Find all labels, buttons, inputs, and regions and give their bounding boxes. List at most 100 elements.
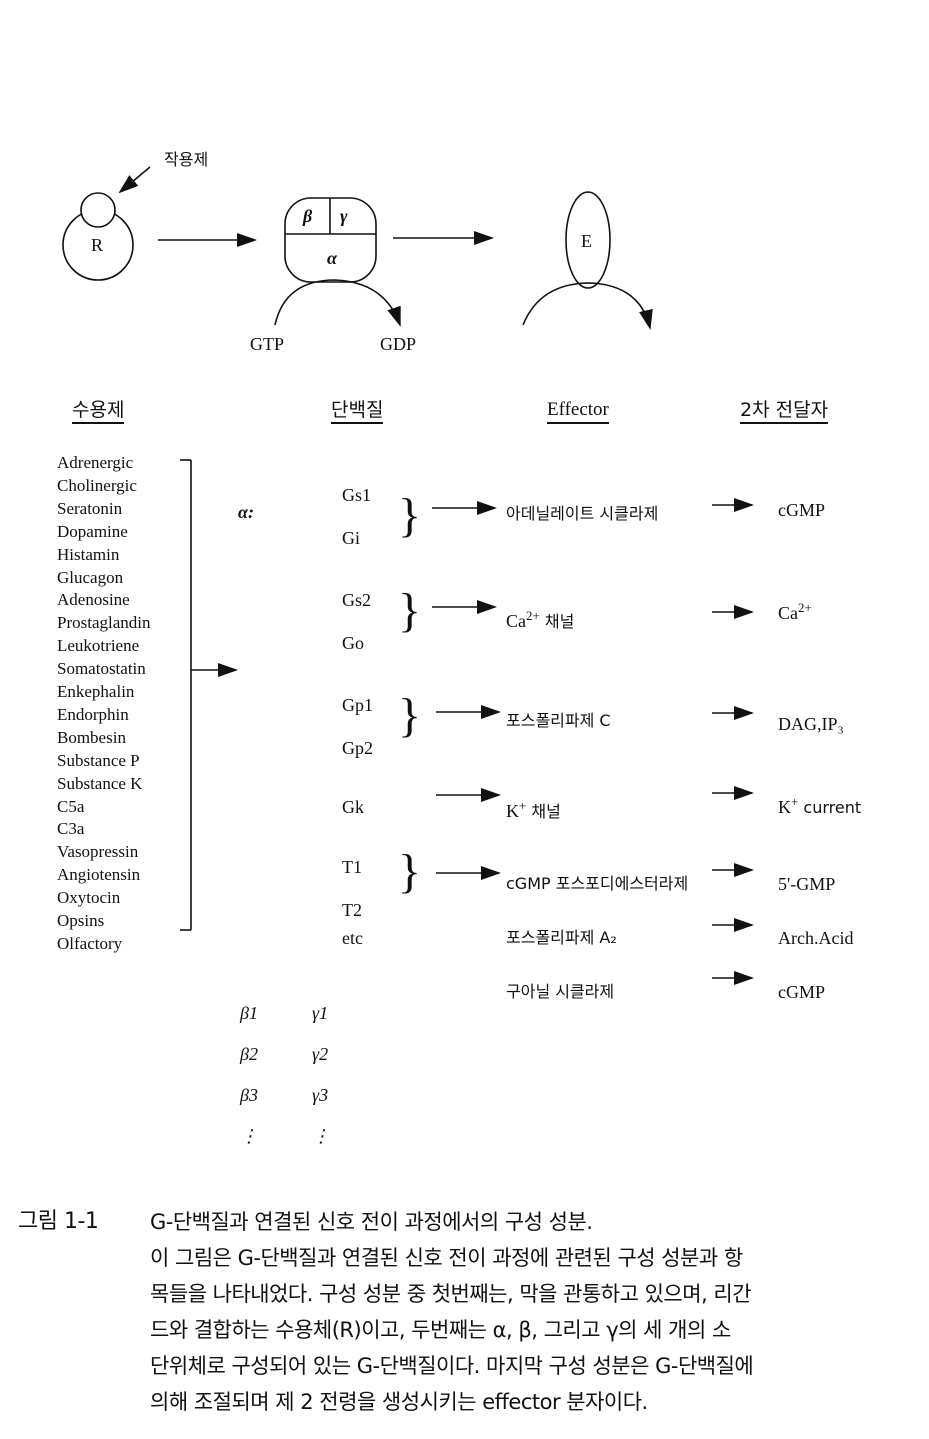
receptor-item: Oxytocin (57, 888, 121, 908)
g-protein-item: Gs1 (342, 485, 372, 505)
receptor-item: Somatostatin (57, 659, 146, 679)
caption-line: 단위체로 구성되어 있는 G-단백질이다. 마지막 구성 성분은 G-단백질에 (150, 1354, 754, 1378)
receptor-item: Enkephalin (57, 682, 135, 701)
header-protein: 단백질 (331, 400, 384, 424)
header-effector: Effector (547, 400, 609, 424)
effector-item-text: K (506, 801, 519, 821)
effector-arc (522, 282, 653, 330)
second-messenger-item: Ca2+ (778, 598, 812, 623)
second-messenger-item-suffix: current (798, 798, 862, 817)
agonist-arrow (118, 166, 151, 194)
effector-item-text: 포스폴리파제 C (506, 711, 611, 730)
second-messenger-item-text: cGMP (778, 500, 826, 520)
receptor-item: Substance P (57, 750, 140, 770)
header-second-messenger: 2차 전달자 (740, 400, 829, 424)
effector-item-superscript: 2+ (526, 608, 540, 623)
receptor-item: Cholinergic (57, 475, 137, 495)
receptor-item: Endorphin (57, 704, 129, 724)
g-protein-item: T2 (342, 900, 362, 920)
second-messenger-item: K+ current (778, 792, 861, 818)
second-messenger-item: Arch.Acid (778, 928, 853, 948)
beta-isoform: β3 (240, 1085, 258, 1105)
gamma-isoform: γ2 (312, 1044, 329, 1064)
agonist-label: 작용제 (164, 150, 209, 169)
receptor-item: Adrenergic (57, 453, 134, 472)
gamma-subunit-label: γ (340, 206, 348, 226)
receptor-item: Histamin (57, 544, 120, 564)
gtp-label: GTP (250, 334, 285, 354)
effector-ellipse (565, 191, 611, 289)
second-messenger-item-text: Arch.Acid (778, 928, 854, 948)
brace-icon: } (398, 584, 421, 637)
second-messenger-item: cGMP (778, 982, 825, 1002)
gamma-isoform: γ1 (312, 1003, 329, 1023)
gdp-label: GDP (380, 334, 417, 354)
effector-item-suffix: 채널 (526, 802, 561, 821)
effector-item-suffix: 채널 (539, 612, 575, 631)
receptor-item: C5a (57, 796, 85, 816)
effector-item: 아데닐레이트 시클라제 (506, 504, 658, 524)
second-messenger-item-text: cGMP (778, 982, 826, 1002)
effector-item-text: 아데닐레이트 시클라제 (506, 504, 659, 523)
beta-isoform: β2 (240, 1044, 258, 1064)
receptor-item: Dopamine (57, 521, 128, 541)
g-protein-item: Gp2 (342, 738, 373, 758)
effector-item-superscript: + (519, 798, 527, 813)
gtp-gdp-arc (274, 279, 401, 327)
second-messenger-item-text: Ca (778, 603, 798, 623)
beta-isoform: ⋮ (240, 1126, 258, 1146)
effector-item: 포스폴리파제 C (506, 711, 611, 731)
header-receptor: 수용제 (72, 400, 125, 424)
effector-item: Ca2+ 채널 (506, 606, 574, 632)
second-messenger-item-text: K (778, 797, 791, 817)
caption-line: 드와 결합하는 수용체(R)이고, 두번째는 α, β, 그리고 γ의 세 개의… (150, 1318, 731, 1342)
second-messenger-item: 5'-GMP (778, 874, 835, 894)
second-messenger-item-superscript: + (791, 794, 799, 809)
effector-item: 포스폴리파제 A₂ (506, 928, 617, 948)
alpha-label: α: (238, 502, 254, 522)
receptor-label: R (91, 235, 104, 255)
gamma-isoform: γ3 (312, 1085, 329, 1105)
effector-item: K+ 채널 (506, 796, 561, 822)
g-protein-item: T1 (342, 857, 362, 877)
receptor-item: Leukotriene (57, 636, 140, 656)
agonist-binding-circle (80, 192, 116, 228)
effector-item-text: Ca (506, 611, 526, 631)
receptor-item: Angiotensin (57, 865, 141, 885)
receptor-item: Prostaglandin (57, 613, 151, 633)
beta-isoform: β1 (240, 1003, 258, 1023)
effector-item: cGMP 포스포디에스터라제 (506, 874, 688, 894)
g-protein-item: Gk (342, 797, 364, 817)
g-protein-item: Gi (342, 528, 360, 548)
receptor-item: Vasopressin (57, 842, 139, 862)
receptor-item: C3a (57, 819, 85, 839)
effector-item-text: cGMP 포스포디에스터라제 (506, 874, 689, 893)
receptor-item: Substance K (57, 773, 143, 793)
caption-line: 이 그림은 G-단백질과 연결된 신호 전이 과정에 관련된 구성 성분과 항 (150, 1246, 743, 1270)
second-messenger-item-text: 5'-GMP (778, 874, 836, 894)
second-messenger-item: DAG,IP₃ (778, 714, 844, 734)
g-protein-item: Go (342, 633, 364, 653)
g-protein-item: etc (342, 928, 363, 948)
second-messenger-item-superscript: 2+ (798, 600, 812, 615)
brace-icon: } (398, 689, 421, 742)
receptor-item: Glucagon (57, 567, 124, 587)
caption-line: G-단백질과 연결된 신호 전이 과정에서의 구성 성분. (150, 1210, 593, 1234)
effector-item-text: 포스폴리파제 A₂ (506, 928, 617, 947)
caption-label: 그림 1-1 (18, 1209, 99, 1234)
caption-line: 의해 조절되며 제 2 전령을 생성시키는 effector 분자이다. (150, 1390, 648, 1414)
caption-line: 목들을 나타내었다. 구성 성분 중 첫번째는, 막을 관통하고 있으며, 리간 (150, 1282, 752, 1306)
effector-e-label: E (581, 231, 592, 251)
effector-item: 구아닐 시클라제 (506, 982, 614, 1002)
receptor-item: Olfactory (57, 933, 123, 953)
receptor-item: Opsins (57, 911, 105, 930)
gamma-isoform: ⋮ (312, 1126, 330, 1146)
second-messenger-item-text: DAG,IP₃ (778, 714, 844, 734)
beta-subunit-label: β (303, 206, 313, 226)
g-protein-item: Gp1 (342, 695, 373, 715)
brace-icon: } (398, 845, 421, 898)
g-protein-item: Gs2 (342, 590, 372, 610)
receptor-item: Seratonin (57, 498, 123, 518)
receptor-item: Bombesin (57, 727, 126, 747)
